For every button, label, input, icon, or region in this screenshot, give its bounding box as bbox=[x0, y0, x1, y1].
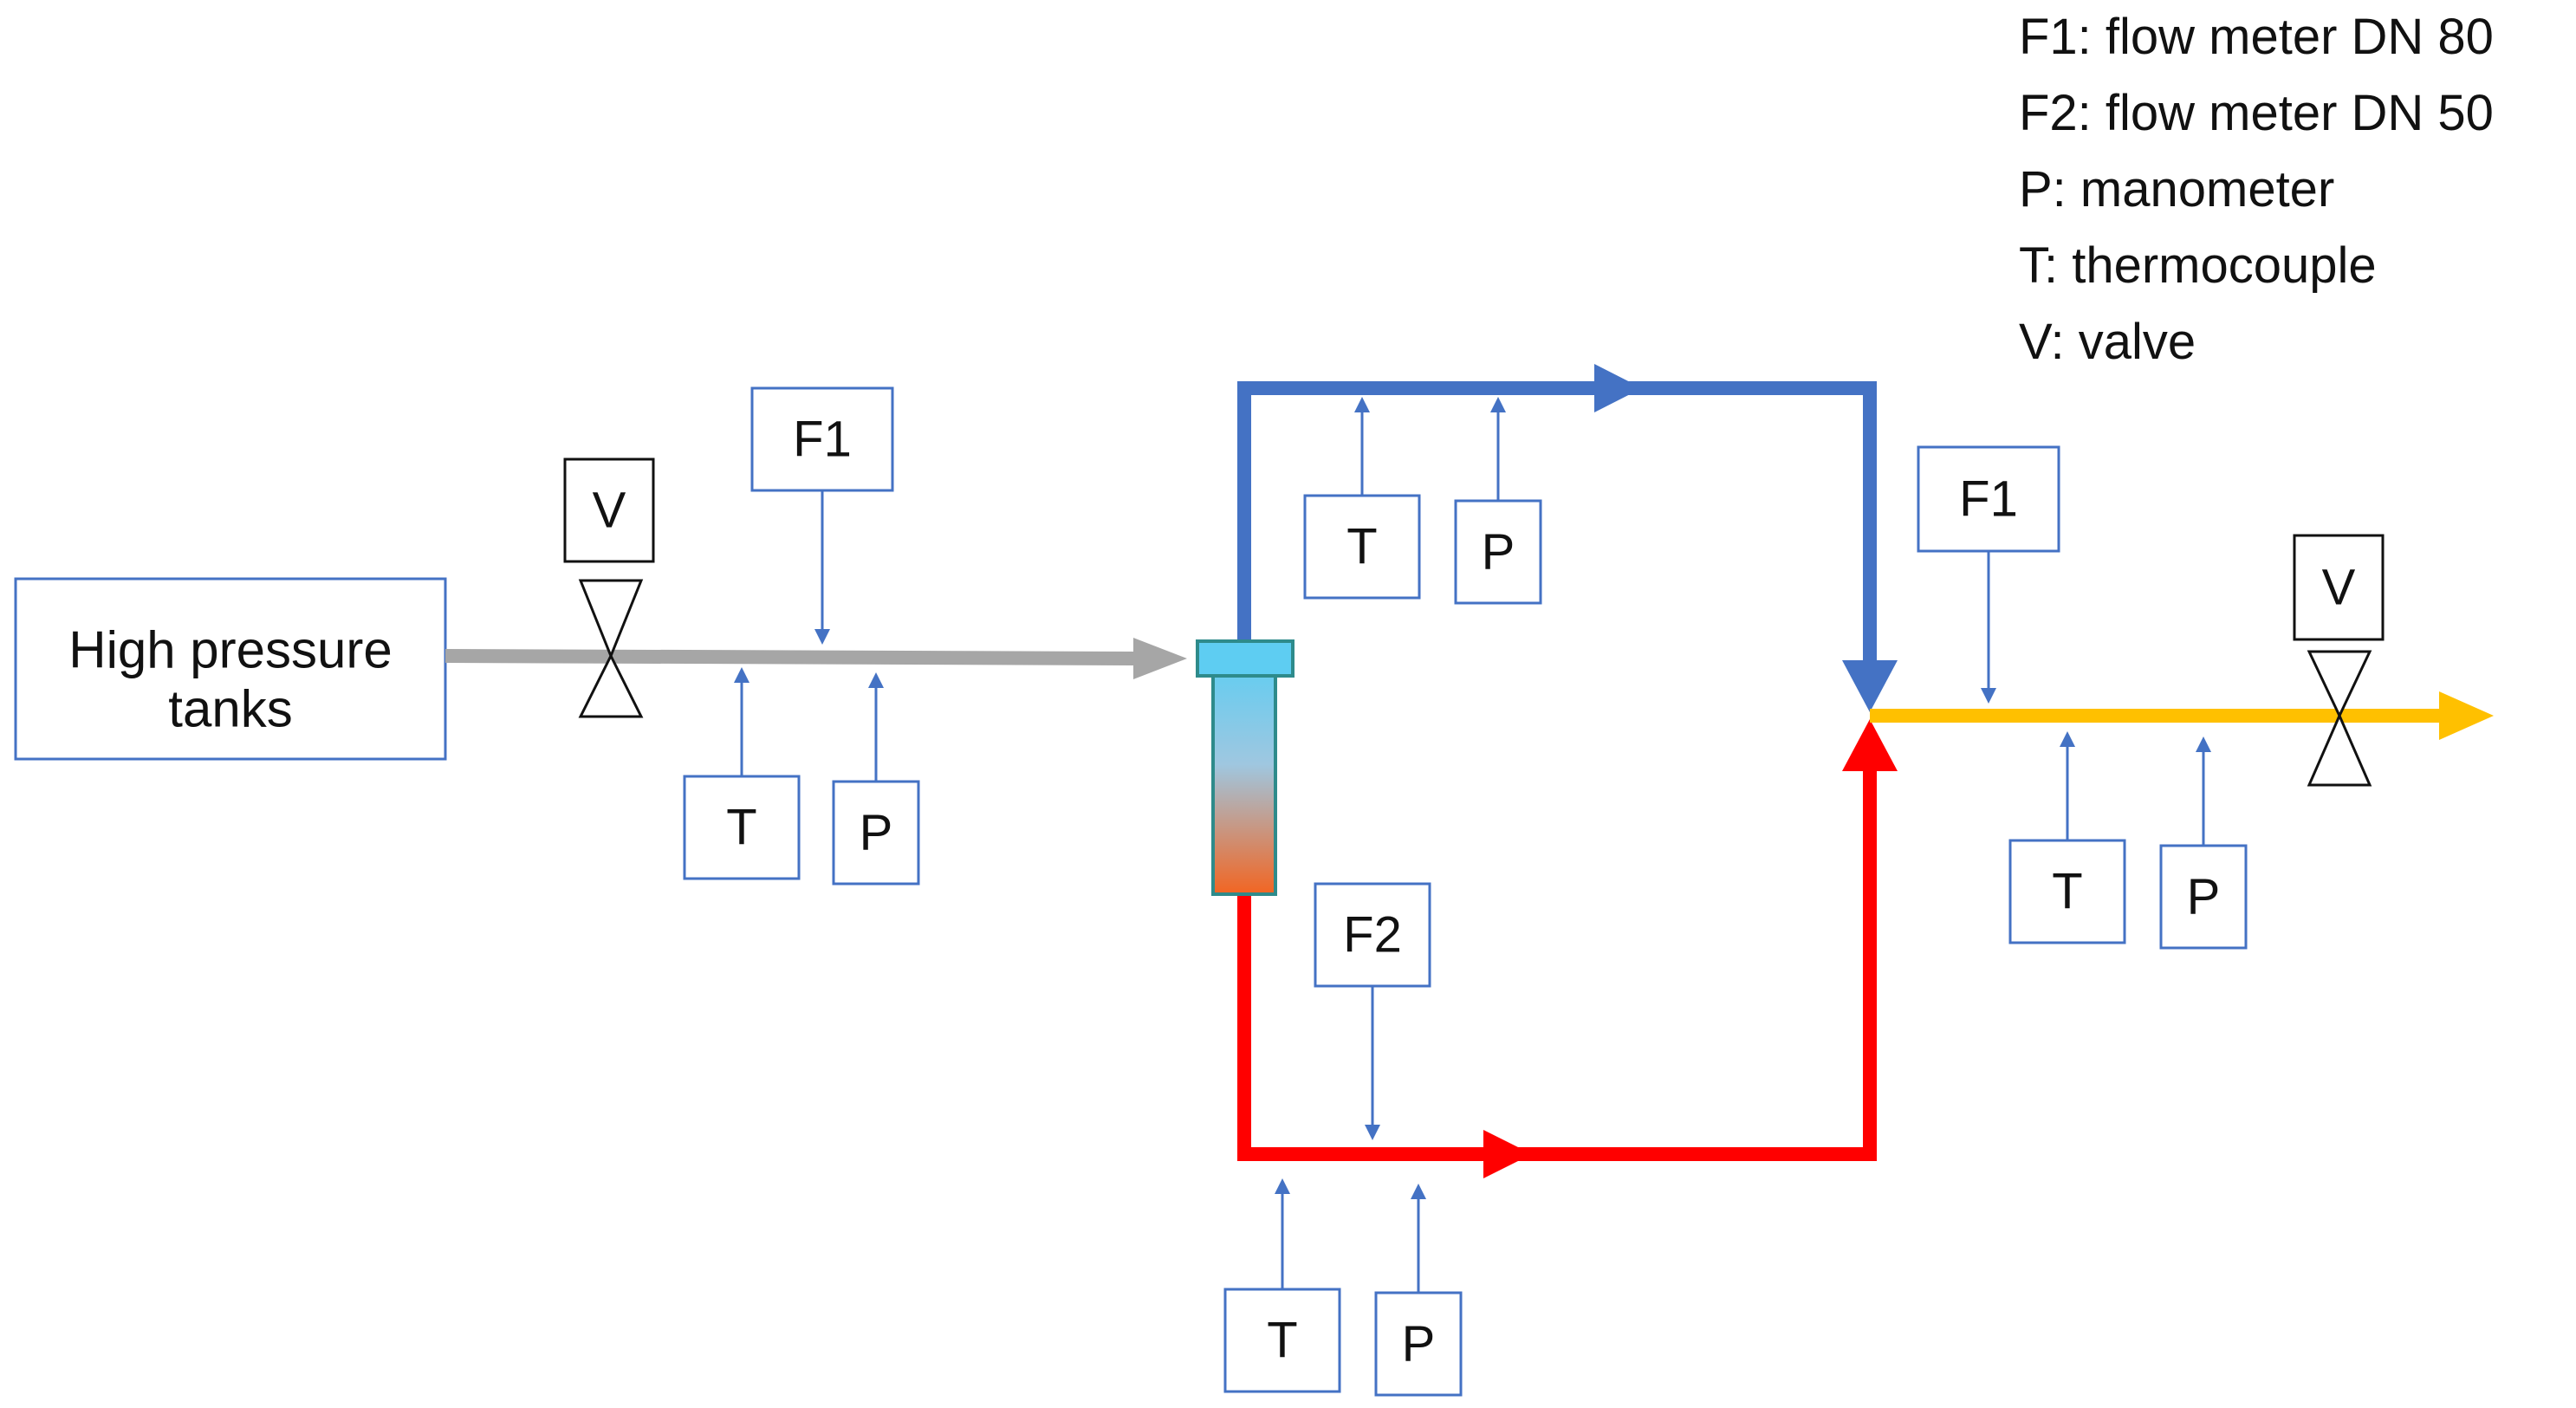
cold-manometer-label: P bbox=[1482, 524, 1515, 581]
outlet-thermocouple-label: T bbox=[2052, 864, 2082, 920]
legend: F1: flow meter DN 80 F2: flow meter DN 5… bbox=[2019, 9, 2494, 370]
inlet-valve-label: V bbox=[593, 483, 626, 539]
valve-icon bbox=[2307, 650, 2372, 787]
valve-icon bbox=[578, 579, 644, 718]
outlet-manometer: P bbox=[2159, 736, 2248, 950]
outlet-line bbox=[1870, 691, 2494, 740]
outlet-manometer-label: P bbox=[2187, 869, 2221, 925]
inlet-manometer-label: P bbox=[860, 805, 893, 861]
outlet-thermocouple: T bbox=[2008, 731, 2126, 944]
legend-item-v: V: valve bbox=[2019, 314, 2196, 370]
inlet-manometer: P bbox=[832, 672, 920, 886]
outlet-valve: V bbox=[2293, 534, 2385, 787]
outlet-valve-label: V bbox=[2322, 560, 2356, 616]
inlet-flow-meter-label: F1 bbox=[793, 412, 852, 468]
inlet-flow-meter: F1 bbox=[750, 386, 894, 645]
inlet-line bbox=[444, 638, 1187, 679]
high-pressure-tanks: High pressure tanks bbox=[14, 577, 447, 761]
hot-thermocouple: T bbox=[1223, 1178, 1341, 1393]
cold-manometer: P bbox=[1454, 397, 1542, 605]
hot-flow-meter-label: F2 bbox=[1343, 907, 1402, 964]
tank-label-line2: tanks bbox=[168, 680, 292, 738]
vortex-tube bbox=[1196, 639, 1294, 896]
cold-thermocouple: T bbox=[1303, 397, 1421, 600]
hot-thermocouple-label: T bbox=[1267, 1313, 1297, 1369]
hot-manometer-label: P bbox=[1402, 1316, 1436, 1372]
outlet-flow-meter-label: F1 bbox=[1959, 471, 2018, 528]
inlet-valve: V bbox=[563, 457, 655, 718]
cold-thermocouple-label: T bbox=[1346, 519, 1377, 575]
hot-flow-meter: F2 bbox=[1314, 882, 1431, 1140]
hot-line bbox=[1237, 719, 1898, 1178]
outlet-flow-meter: F1 bbox=[1917, 445, 2060, 704]
tank-label-line1: High pressure bbox=[68, 621, 393, 679]
legend-item-f1: F1: flow meter DN 80 bbox=[2019, 9, 2494, 65]
legend-item-f2: F2: flow meter DN 50 bbox=[2019, 85, 2494, 141]
inlet-thermocouple: T bbox=[683, 667, 801, 880]
inlet-thermocouple-label: T bbox=[726, 800, 756, 856]
legend-item-t: T: thermocouple bbox=[2019, 237, 2377, 294]
hot-manometer: P bbox=[1374, 1184, 1463, 1397]
cold-line bbox=[1237, 364, 1898, 712]
legend-item-p: P: manometer bbox=[2019, 161, 2334, 217]
